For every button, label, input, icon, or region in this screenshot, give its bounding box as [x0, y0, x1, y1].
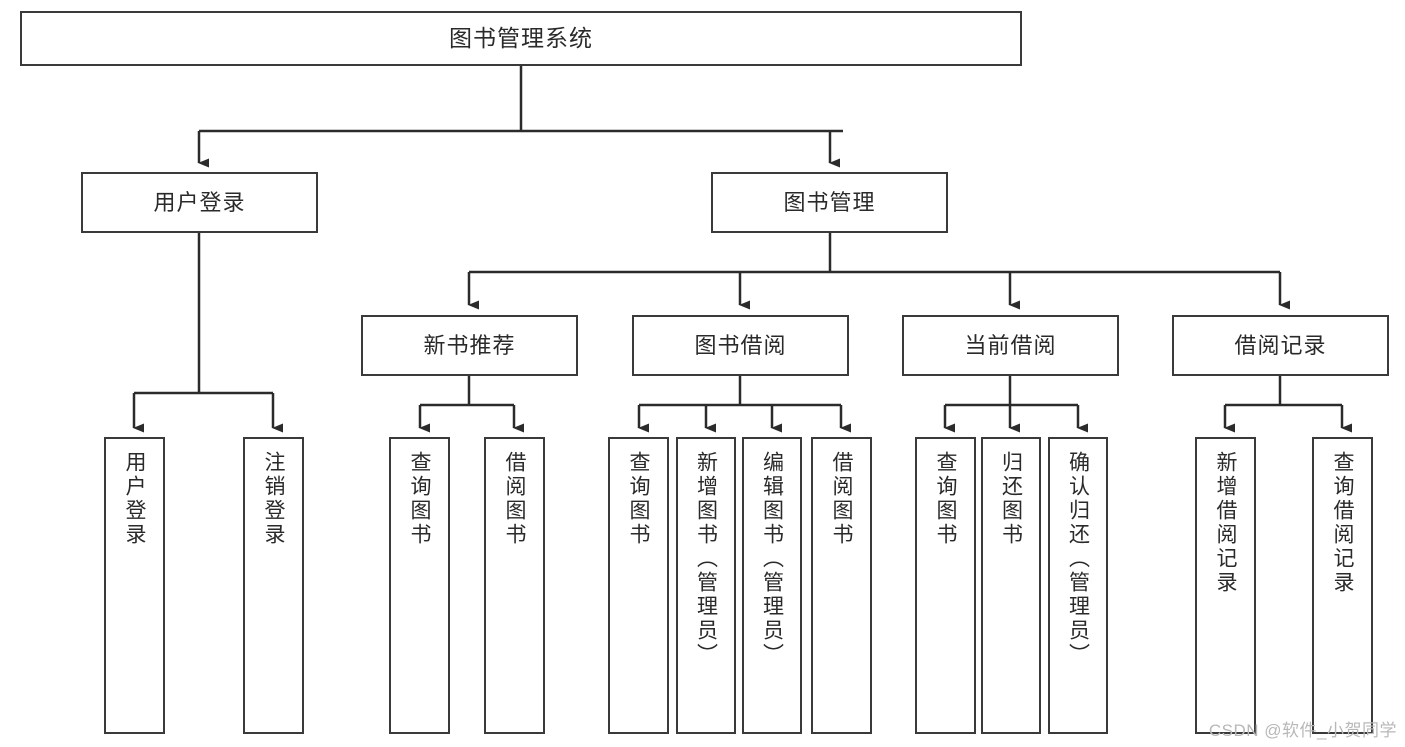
watermark-text: CSDN @软件_小贺同学 — [1208, 721, 1397, 740]
node-leaf-user-login[interactable]: 用户登录 — [104, 437, 165, 734]
node-label: 图书借阅 — [694, 332, 787, 358]
node-leaf-user-logout[interactable]: 注销登录 — [243, 437, 304, 734]
node-leaf-confirm-return[interactable]: 确认归还（管理员） — [1048, 437, 1108, 734]
node-label: 注销登录 — [262, 451, 285, 547]
node-leaf-query-book-2[interactable]: 查询图书 — [608, 437, 669, 734]
node-label: 新增图书（管理员） — [694, 451, 718, 667]
node-book-borrow[interactable]: 图书借阅 — [632, 315, 849, 376]
node-label: 新书推荐 — [423, 332, 516, 358]
node-label: 归还图书 — [999, 451, 1023, 547]
node-label: 查询图书 — [934, 451, 957, 547]
node-current-borrow[interactable]: 当前借阅 — [902, 315, 1119, 376]
node-label: 当前借阅 — [964, 332, 1057, 358]
node-label: 查询图书 — [408, 451, 431, 547]
node-label: 编辑图书（管理员） — [760, 451, 784, 667]
node-label: 图书管理系统 — [449, 24, 593, 51]
node-label: 借阅图书 — [503, 451, 526, 547]
node-leaf-query-book-1[interactable]: 查询图书 — [389, 437, 450, 734]
node-leaf-query-book-3[interactable]: 查询图书 — [915, 437, 976, 734]
node-label: 新增借阅记录 — [1214, 451, 1237, 595]
node-label: 用户登录 — [153, 189, 246, 215]
node-leaf-edit-book[interactable]: 编辑图书（管理员） — [742, 437, 802, 734]
node-borrow-record[interactable]: 借阅记录 — [1172, 315, 1389, 376]
node-label: 图书管理 — [783, 189, 876, 215]
node-leaf-query-record[interactable]: 查询借阅记录 — [1312, 437, 1373, 734]
node-leaf-add-book[interactable]: 新增图书（管理员） — [676, 437, 736, 734]
node-label: 查询借阅记录 — [1331, 451, 1354, 595]
node-label: 确认归还（管理员） — [1066, 451, 1090, 667]
node-label: 用户登录 — [123, 451, 146, 547]
node-leaf-borrow-book-1[interactable]: 借阅图书 — [484, 437, 545, 734]
node-book-manage[interactable]: 图书管理 — [711, 172, 948, 233]
node-user-login[interactable]: 用户登录 — [81, 172, 318, 233]
node-leaf-borrow-book-2[interactable]: 借阅图书 — [811, 437, 872, 734]
node-new-book-recommend[interactable]: 新书推荐 — [361, 315, 578, 376]
node-root-system[interactable]: 图书管理系统 — [20, 11, 1022, 66]
node-leaf-return-book[interactable]: 归还图书 — [981, 437, 1041, 734]
node-label: 查询图书 — [627, 451, 650, 547]
node-label: 借阅图书 — [830, 451, 853, 547]
node-leaf-add-record[interactable]: 新增借阅记录 — [1195, 437, 1256, 734]
node-label: 借阅记录 — [1234, 332, 1327, 358]
